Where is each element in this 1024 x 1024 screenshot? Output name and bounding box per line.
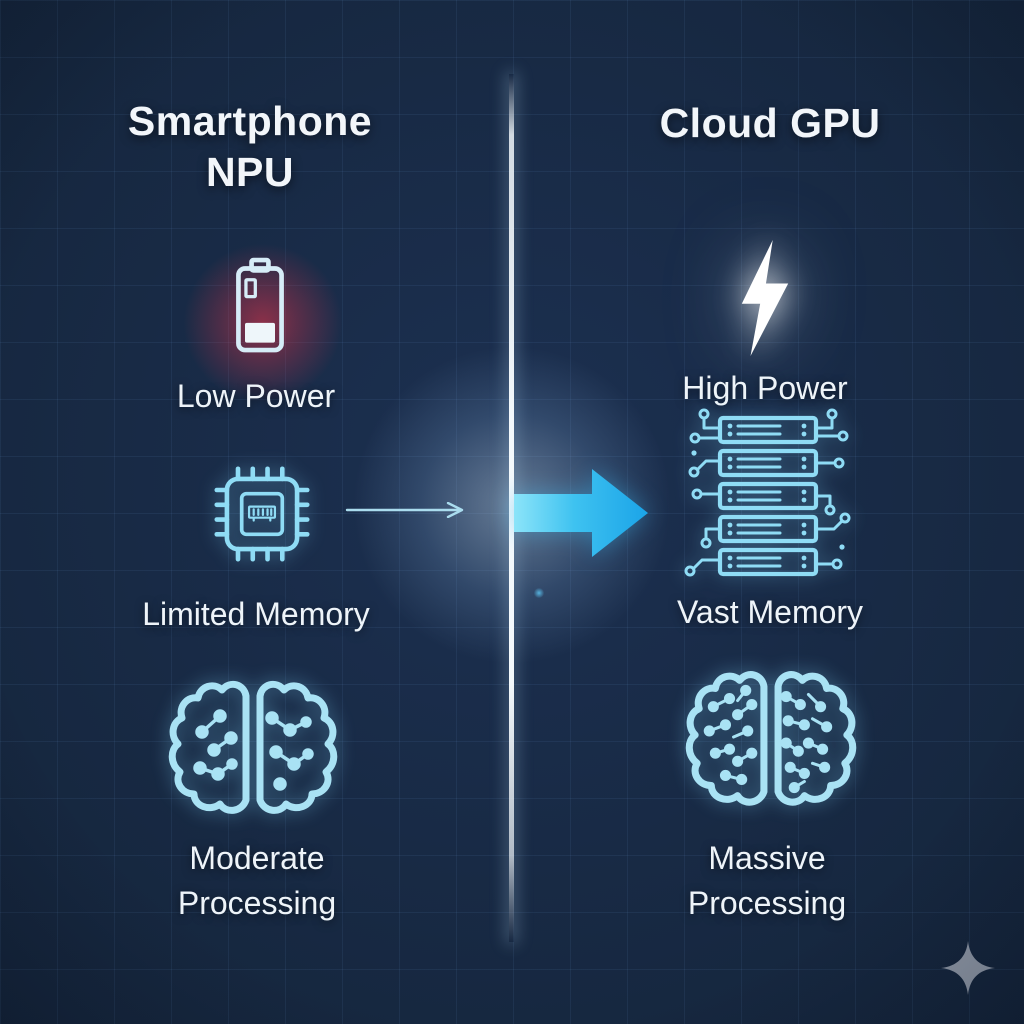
server-rack-icon <box>672 408 862 586</box>
right-title: Cloud GPU <box>659 100 881 146</box>
left-item-1-label: Low Power <box>176 378 336 414</box>
memory-chip-icon <box>214 466 310 562</box>
left-item-2-label: Limited Memory <box>142 596 370 632</box>
decorative-dot <box>534 588 544 598</box>
right-item-3-label: Massive Processing <box>687 840 847 921</box>
thin-right-arrow-icon <box>345 502 475 518</box>
circuit-brain-icon <box>685 660 857 816</box>
brain-network-icon <box>168 672 338 822</box>
right-item-2-label: Vast Memory <box>676 594 864 630</box>
lightning-bolt-icon <box>734 240 796 356</box>
right-item-1-label: High Power <box>682 370 848 406</box>
left-item-3-label: Moderate Processing <box>177 840 337 921</box>
left-title: Smartphone NPU <box>127 98 373 195</box>
battery-low-icon <box>230 256 290 356</box>
large-right-arrow-icon <box>514 469 648 557</box>
sparkle-icon <box>941 941 995 995</box>
